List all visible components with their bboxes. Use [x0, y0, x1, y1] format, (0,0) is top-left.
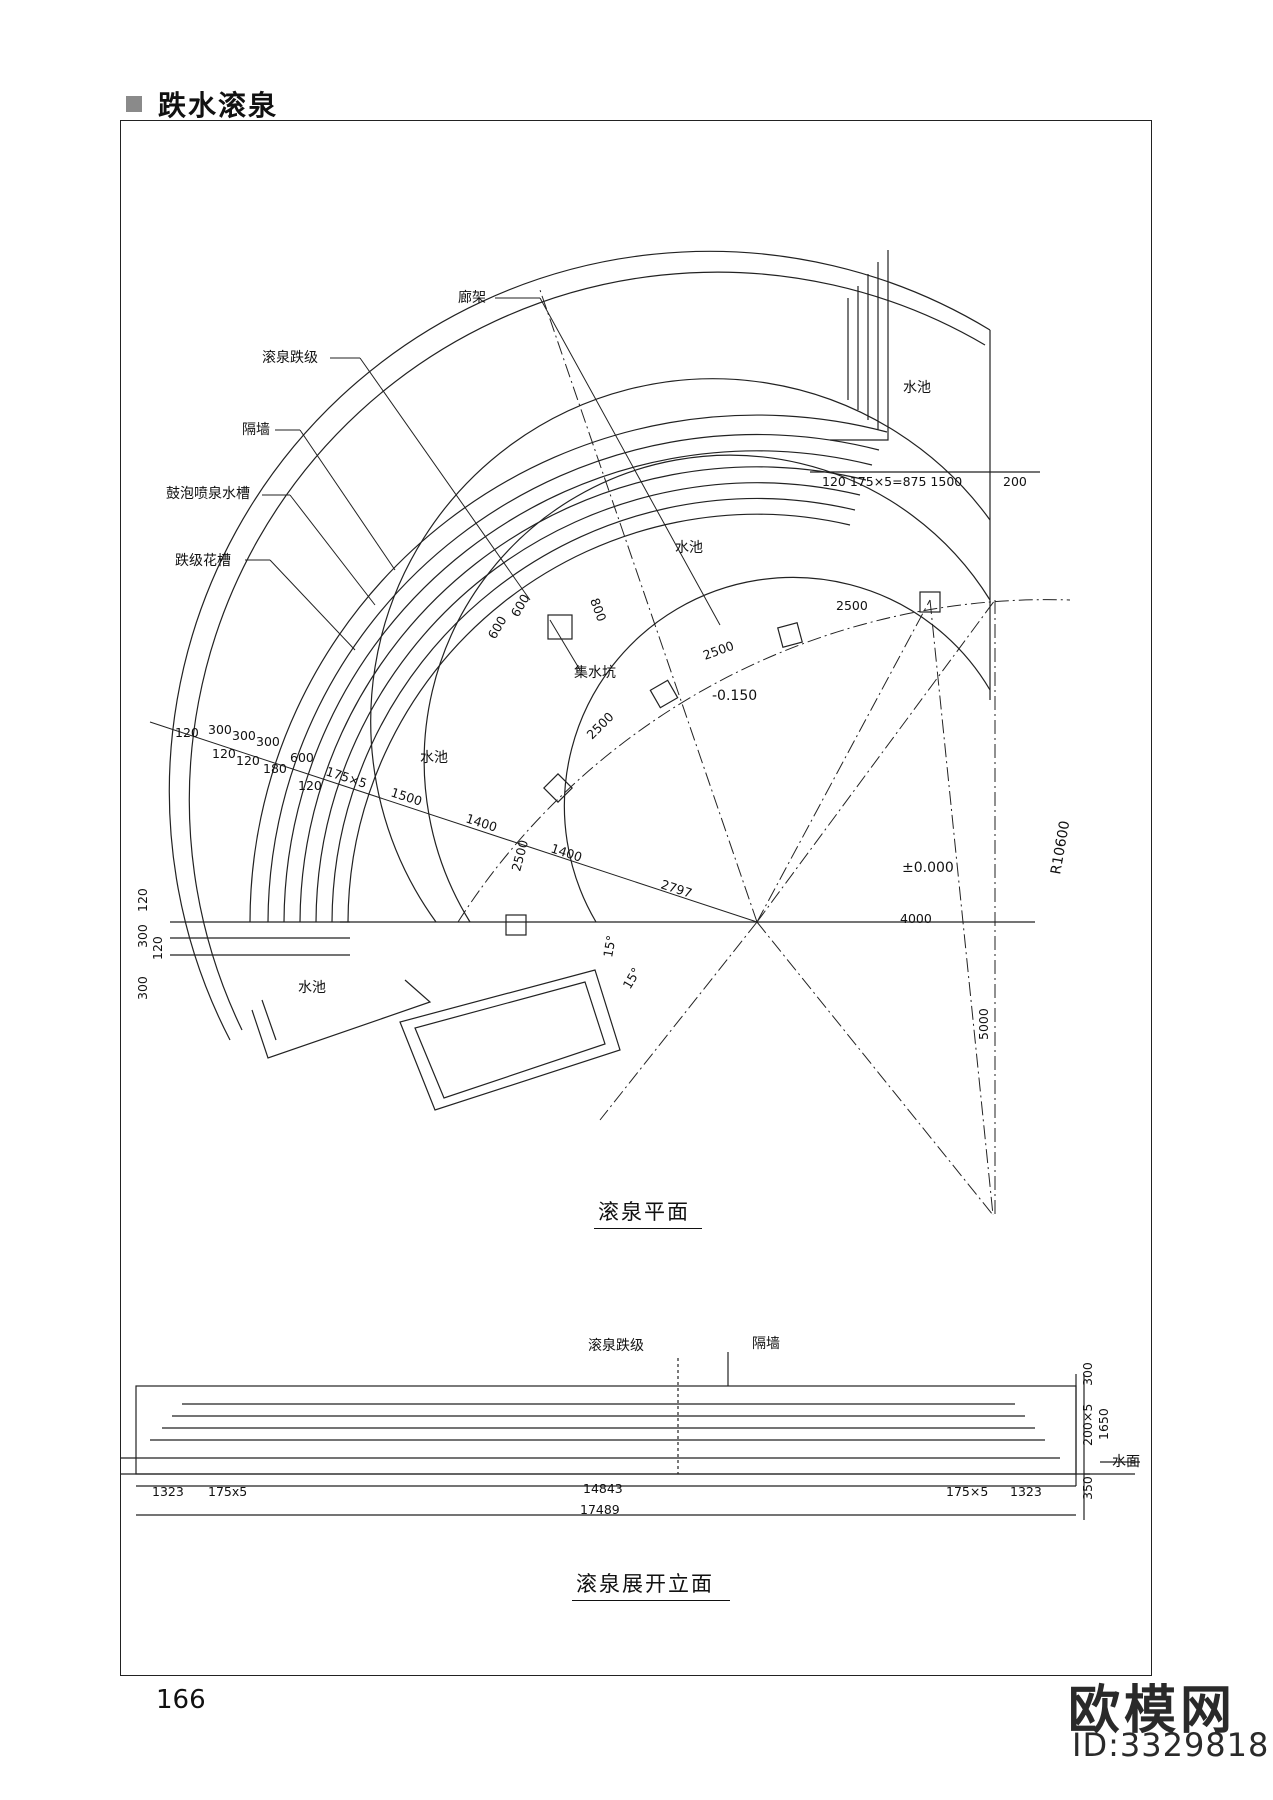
label-elev-gequiang: 隔墙: [752, 1336, 780, 1352]
dim-800: 800: [587, 596, 609, 624]
dim-300c: 300: [256, 734, 280, 749]
dim-120a: 120: [298, 778, 322, 793]
plan-labels: 廊架 滚泉跌级 隔墙 鼓泡喷泉水槽 跌级花槽 水池 水池 水池 水池 集水坑 -…: [166, 289, 1073, 996]
dim-2500d: 2500: [508, 838, 531, 873]
label-elev-low: -0.150: [712, 688, 757, 704]
dim-left-300a: 300: [135, 924, 150, 948]
dim-left-120: 120: [135, 888, 150, 912]
label-elev-zero: ±0.000: [902, 860, 954, 876]
dim-2500a: 2500: [836, 598, 868, 613]
label-shuichi-mid: 水池: [675, 540, 703, 556]
label-shuichi-bottom: 水池: [298, 980, 326, 996]
label-elev-jiji: 滚泉跌级: [588, 1337, 644, 1354]
label-radius: R10600: [1048, 819, 1073, 875]
dim-e200x5: 200×5: [1080, 1404, 1095, 1446]
plan-caption-underline: [594, 1228, 702, 1229]
label-gupao: 鼓泡喷泉水槽: [166, 485, 250, 502]
dim-120d: 120: [175, 725, 199, 740]
drawing-frame: [120, 120, 1152, 1676]
dim-2797: 2797: [659, 877, 694, 901]
elevation-caption: 滚泉展开立面: [576, 1572, 714, 1596]
dim-left-300b: 300: [135, 976, 150, 1000]
label-gequiang: 隔墙: [242, 422, 270, 438]
elevation-labels: 滚泉跌级 隔墙 水面: [588, 1336, 1140, 1470]
dim-top-row: 120 175×5=875 1500: [822, 474, 962, 489]
dim-e14843: 14843: [583, 1481, 623, 1496]
dim-e17489: 17489: [580, 1502, 620, 1517]
header-square-icon: [126, 96, 142, 112]
dim-1400b: 1400: [549, 841, 584, 865]
dim-e175a: 175x5: [208, 1484, 247, 1499]
dim-top-200: 200: [1003, 474, 1027, 489]
dim-e175b: 175×5: [946, 1484, 988, 1499]
dim-e350: 350: [1080, 1476, 1095, 1500]
dim-5000: 5000: [976, 1008, 991, 1040]
columns: [505, 591, 941, 936]
dim-e1323b: 1323: [1010, 1484, 1042, 1499]
dim-15b: 15°: [620, 965, 644, 992]
fountain-arcs: [168, 250, 991, 1041]
label-jiji-huacao: 跌级花槽: [175, 553, 231, 569]
elevation-caption-underline: [572, 1600, 730, 1601]
elevation-dimensions: 1323 175x5 14843 175×5 1323 17489 300 20…: [152, 1362, 1111, 1517]
dim-600c: 600: [290, 750, 314, 765]
dim-120b: 120: [236, 753, 260, 768]
bottom-pools: [170, 921, 621, 1111]
label-langjia: 廊架: [458, 289, 486, 306]
label-shuimian: 水面: [1112, 1454, 1140, 1470]
section-header: 跌水滚泉: [126, 84, 278, 124]
elevation-view: [120, 1352, 1140, 1520]
leaders: [149, 297, 758, 923]
dim-1500: 1500: [389, 785, 424, 809]
dim-e1323a: 1323: [152, 1484, 184, 1499]
page-number: 166: [156, 1685, 206, 1715]
dim-e1650: 1650: [1096, 1408, 1111, 1440]
label-shuichi-top: 水池: [903, 380, 931, 396]
plan-caption: 滚泉平面: [598, 1200, 690, 1224]
dim-300b: 300: [232, 728, 256, 743]
page-title: 跌水滚泉: [158, 89, 279, 122]
dim-left-120b: 120: [150, 936, 165, 960]
label-jishuikeng: 集水坑: [574, 664, 616, 681]
dim-300a: 300: [208, 722, 232, 737]
dim-180: 180: [263, 761, 287, 776]
dim-2500b: 2500: [701, 638, 736, 663]
dim-120c: 120: [212, 746, 236, 761]
dim-e300: 300: [1080, 1362, 1095, 1386]
dim-2500c: 2500: [584, 709, 617, 742]
label-shuichi-left: 水池: [420, 750, 448, 766]
dim-15a: 15°: [600, 934, 619, 958]
dim-600a: 600: [485, 613, 510, 641]
brand-id: ID:3329818: [1072, 1726, 1270, 1764]
pool-steps: [830, 250, 991, 700]
label-gunquan-jiji: 滚泉跌级: [262, 349, 318, 366]
dim-4000: 4000: [900, 911, 932, 926]
brand-logo: 欧模网: [1068, 1681, 1237, 1741]
center-lines: [457, 289, 1071, 1216]
